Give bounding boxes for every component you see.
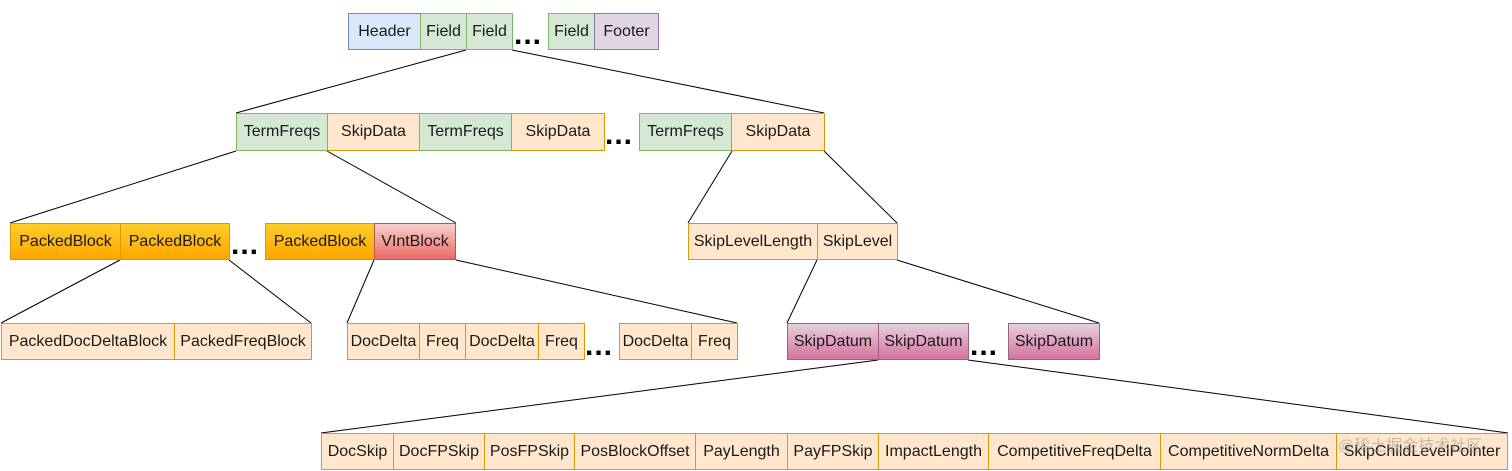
skipdata-cell: SkipData bbox=[731, 113, 825, 151]
impactlength-cell: ImpactLength bbox=[878, 433, 989, 470]
ellipsis: ... bbox=[605, 118, 634, 151]
connector-packedblock-to-docdelta bbox=[0, 259, 121, 324]
skipdatum-cell: SkipDatum bbox=[787, 323, 879, 360]
connector-field-to-skipdata bbox=[511, 49, 825, 114]
payfpskip-cell: PayFPSkip bbox=[787, 433, 879, 470]
docdelta-cell: DocDelta bbox=[465, 323, 539, 360]
connector-skipdatum-to-last bbox=[967, 359, 1509, 434]
ellipsis: ... bbox=[231, 228, 260, 261]
ellipsis: ... bbox=[970, 329, 999, 362]
termfreqs-cell: TermFreqs bbox=[236, 113, 328, 151]
connector-field-to-termfreqs bbox=[235, 49, 467, 114]
field-cell: Field bbox=[466, 13, 513, 50]
connector-skiplevel-to-last bbox=[896, 259, 1100, 324]
skiplevellength-cell: SkipLevelLength bbox=[688, 223, 818, 260]
packeddocdeltablock-cell: PackedDocDeltaBlock bbox=[1, 323, 175, 360]
connector-vintblock-to-last bbox=[455, 259, 738, 324]
footer-cell: Footer bbox=[594, 13, 659, 50]
skiplevel-cell: SkipLevel bbox=[817, 223, 898, 260]
posblockoffset-cell: PosBlockOffset bbox=[574, 433, 696, 470]
connector-skipdata-to-skiplevel bbox=[823, 150, 898, 224]
termfreqs-cell: TermFreqs bbox=[419, 113, 512, 151]
connector-termfreqs-to-packedblock bbox=[9, 150, 237, 224]
packedblock-cell: PackedBlock bbox=[120, 223, 230, 260]
connector-vintblock-to-first bbox=[346, 259, 375, 324]
ellipsis: ... bbox=[514, 18, 543, 51]
posfpskip-cell: PosFPSkip bbox=[484, 433, 575, 470]
vintblock-cell: VIntBlock bbox=[374, 223, 456, 260]
docskip-cell: DocSkip bbox=[321, 433, 394, 470]
freq-cell: Freq bbox=[419, 323, 466, 360]
connector-skipdata-to-skiplevellength bbox=[687, 150, 733, 224]
packedblock-cell: PackedBlock bbox=[265, 223, 375, 260]
paylength-cell: PayLength bbox=[695, 433, 788, 470]
packedblock-cell: PackedBlock bbox=[10, 223, 121, 260]
connector-termfreqs-to-vintblock bbox=[326, 150, 457, 224]
packedfreqblock-cell: PackedFreqBlock bbox=[174, 323, 312, 360]
docfpskip-cell: DocFPSkip bbox=[393, 433, 485, 470]
field-cell: Field bbox=[548, 13, 595, 50]
header-cell: Header bbox=[348, 13, 421, 50]
connector-skipdatum-to-first bbox=[320, 359, 879, 434]
connector-packedblock-to-freqblock bbox=[228, 259, 312, 324]
skipdata-cell: SkipData bbox=[511, 113, 605, 151]
docdelta-cell: DocDelta bbox=[347, 323, 420, 360]
skipdatum-cell: SkipDatum bbox=[878, 323, 969, 360]
skipdata-cell: SkipData bbox=[327, 113, 420, 151]
connector-skiplevel-to-first bbox=[786, 259, 818, 324]
docdelta-cell: DocDelta bbox=[619, 323, 692, 360]
field-cell: Field bbox=[420, 13, 467, 50]
freq-cell: Freq bbox=[691, 323, 738, 360]
skipdatum-cell: SkipDatum bbox=[1008, 323, 1100, 360]
competitivefreqdelta-cell: CompetitiveFreqDelta bbox=[988, 433, 1161, 470]
freq-cell: Freq bbox=[538, 323, 585, 360]
competitivenormdelta-cell: CompetitiveNormDelta bbox=[1160, 433, 1337, 470]
ellipsis: ... bbox=[585, 329, 614, 362]
termfreqs-cell: TermFreqs bbox=[639, 113, 732, 151]
skipchildlevelpointer-cell: SkipChildLevelPointer bbox=[1336, 433, 1508, 470]
